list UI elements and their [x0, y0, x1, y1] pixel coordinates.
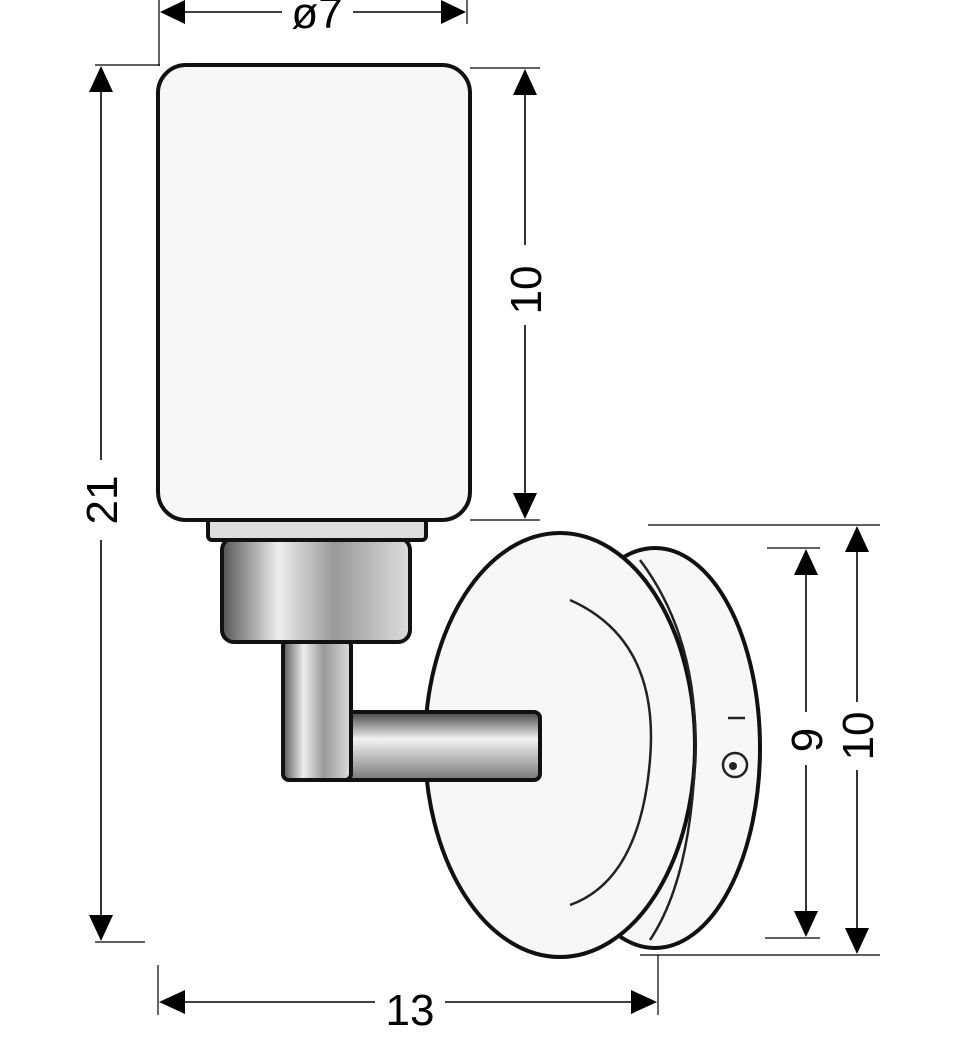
dimension-plate-inner-height: 9 [765, 547, 832, 939]
dimension-shade-height: 10 [470, 67, 551, 521]
label-plate-outer-height: 10 [834, 712, 883, 761]
lamp-holder [220, 536, 412, 644]
mounting-screw-icon [721, 716, 749, 779]
back-plate-rim-line [638, 559, 697, 941]
glass-shade [156, 63, 472, 522]
lamp-illustration [156, 63, 762, 959]
label-total-depth: 13 [386, 986, 435, 1035]
dimension-total-depth: 13 [157, 955, 659, 1035]
label-shade-diameter: ø7 [291, 0, 342, 38]
stem [281, 638, 353, 782]
dimension-plate-outer-height: 10 [640, 524, 883, 956]
label-total-height: 21 [78, 476, 127, 525]
label-shade-height: 10 [502, 266, 551, 315]
dimension-shade-diameter: ø7 [158, 0, 468, 66]
dimension-total-height: 21 [78, 64, 160, 943]
label-plate-inner-height: 9 [783, 728, 832, 752]
back-plate-bevel [569, 598, 653, 907]
